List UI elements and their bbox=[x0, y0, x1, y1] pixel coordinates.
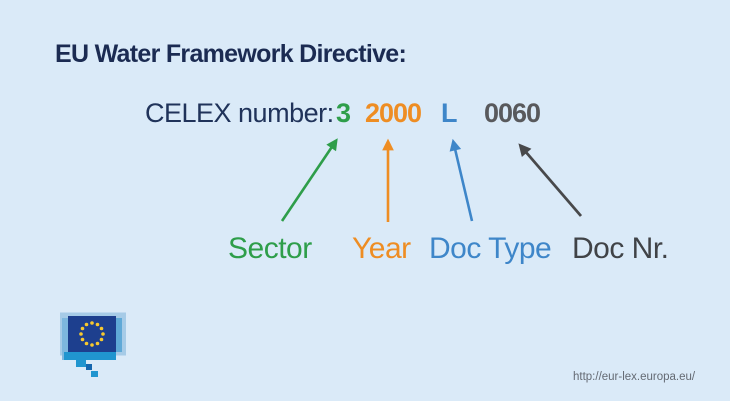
sector-label: Sector bbox=[228, 232, 312, 265]
doc-nr-arrow bbox=[518, 143, 583, 217]
celex-sector-value: 3 bbox=[336, 98, 351, 128]
eur-lex-eu-flag-logo-icon bbox=[60, 312, 126, 377]
celex-year-value: 2000 bbox=[365, 98, 422, 128]
sector-arrow bbox=[280, 138, 338, 222]
doc-type-arrow bbox=[449, 138, 474, 222]
doc-type-label: Doc Type bbox=[429, 232, 552, 265]
celex-doc-type-value: L bbox=[441, 98, 457, 128]
celex-doc-nr-value: 0060 bbox=[484, 98, 541, 128]
year-label: Year bbox=[352, 232, 411, 265]
eu-stars-icon bbox=[79, 321, 105, 347]
source-url: http://eur-lex.europa.eu/ bbox=[573, 371, 696, 383]
page-title: EU Water Framework Directive: bbox=[55, 40, 407, 68]
doc-nr-label: Doc Nr. bbox=[572, 232, 669, 265]
celex-label: CELEX number: bbox=[145, 98, 334, 128]
